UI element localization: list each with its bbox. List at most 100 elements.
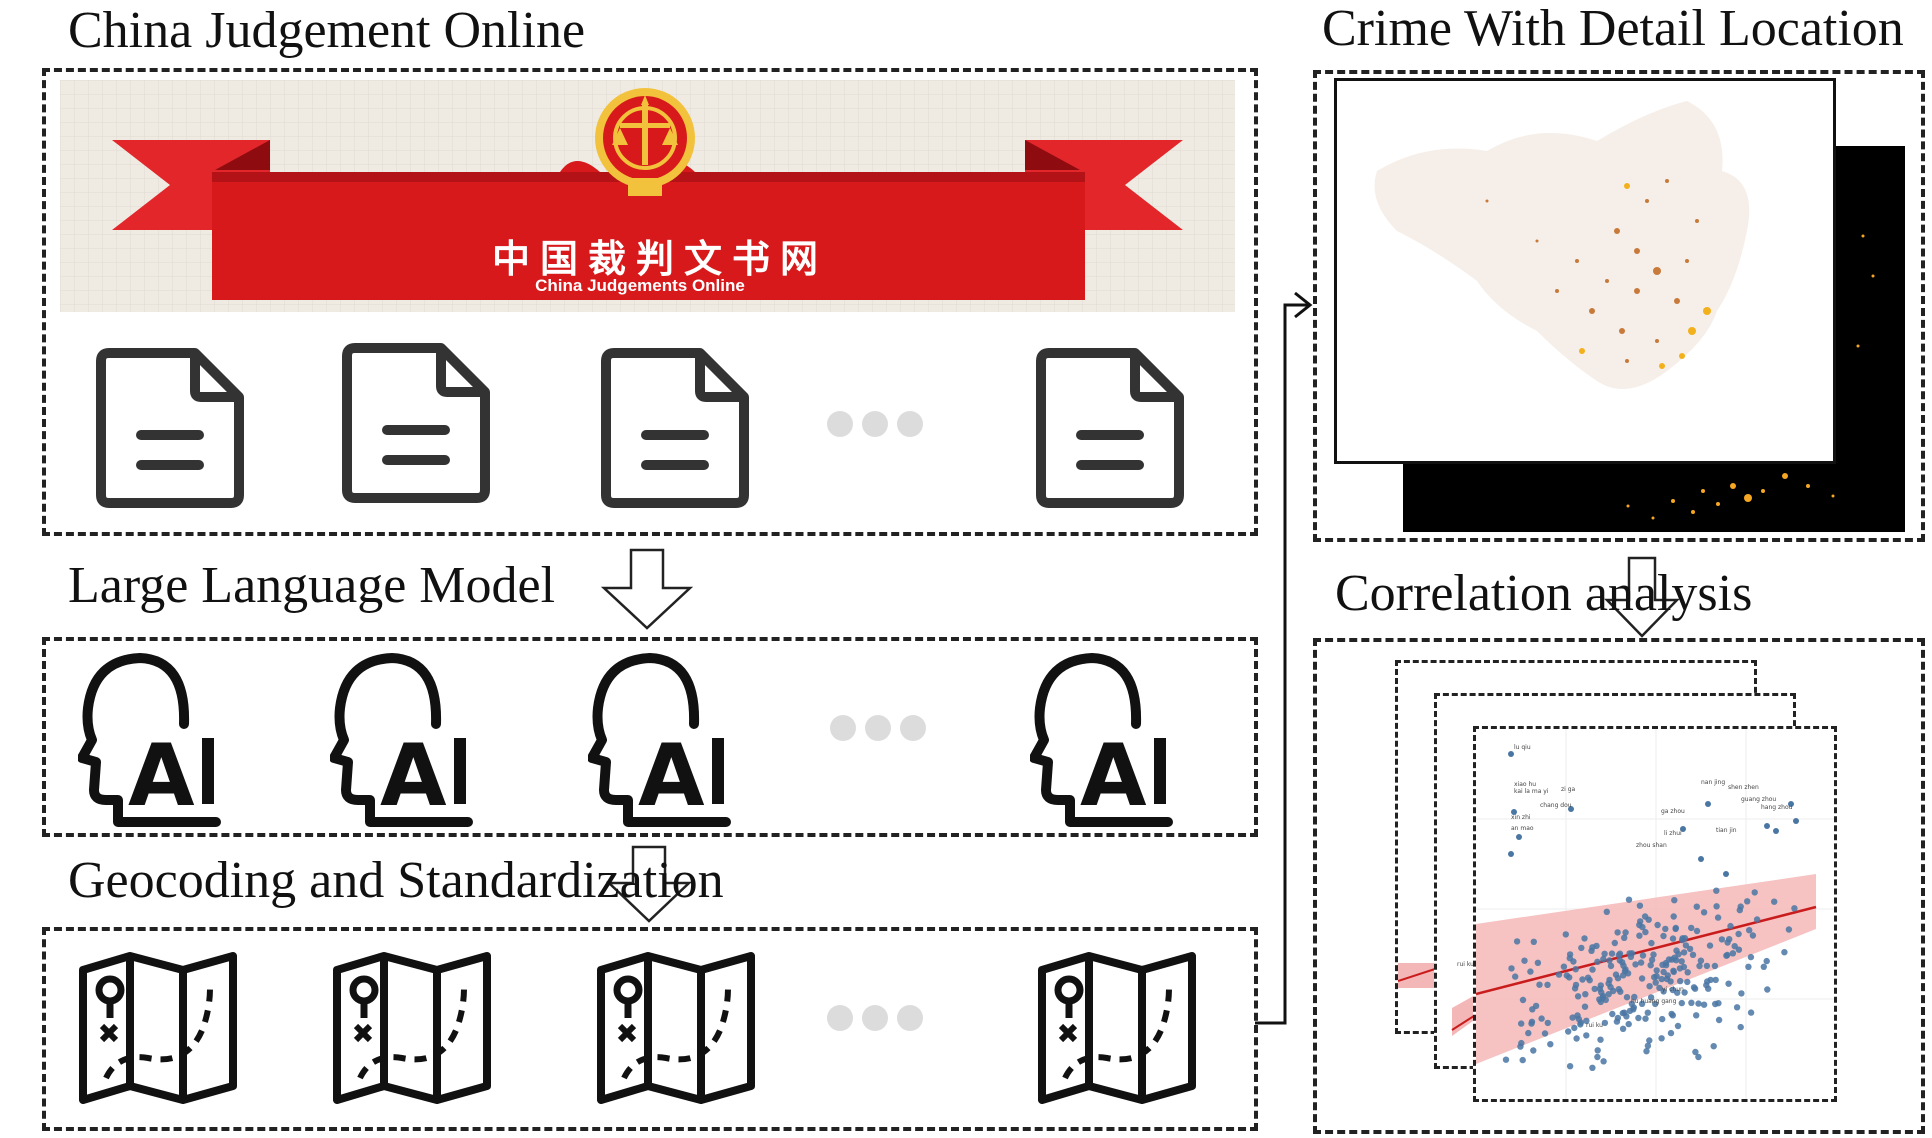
svg-text:A: A <box>1080 726 1147 826</box>
scatter-point-label: lu qiu <box>1514 744 1531 751</box>
scatter-point <box>1710 1043 1717 1050</box>
scatter-point <box>1566 1063 1574 1070</box>
folded-map-icon <box>596 948 756 1108</box>
scatter-point <box>1669 935 1677 942</box>
document-icon <box>341 340 493 503</box>
section-title-geocoding: Geocoding and Standardization <box>68 852 724 909</box>
scatter-point <box>1631 993 1638 1001</box>
scatter-point <box>1736 906 1743 914</box>
scatter-point <box>1512 973 1519 980</box>
scatter-point <box>1644 1009 1651 1016</box>
scatter-point <box>1622 929 1629 936</box>
scatter-point <box>1636 902 1644 909</box>
llm-panel <box>42 637 1258 837</box>
scatter-point <box>1693 927 1701 935</box>
scatter-point <box>1601 1019 1609 1027</box>
scatter-point <box>1502 1056 1510 1063</box>
scatter-point <box>1693 1012 1700 1019</box>
document-icon <box>1035 345 1187 508</box>
scatter-point <box>1654 921 1661 929</box>
folded-map-icon <box>78 948 238 1108</box>
scatter-point-label: tian jin <box>1716 827 1737 834</box>
scatter-point <box>1744 898 1751 905</box>
scatter-point <box>1738 990 1745 997</box>
scatter-point <box>1519 1056 1526 1064</box>
scatter-point <box>1605 991 1612 998</box>
scatter-point <box>1636 932 1643 939</box>
ellipsis-icon <box>825 408 925 440</box>
scatter-point <box>1511 809 1517 815</box>
scatter-point <box>1671 897 1678 904</box>
scatter-point <box>1676 965 1684 972</box>
scatter-point <box>1735 946 1743 953</box>
svg-text:A: A <box>638 726 705 826</box>
scatter-point <box>1678 999 1685 1007</box>
scatter-point <box>1513 938 1521 945</box>
scatter-point <box>1577 1021 1584 1028</box>
scatter-point <box>1712 976 1719 984</box>
scatter-point <box>1508 965 1515 972</box>
scatter-point <box>1680 949 1688 956</box>
scatter-point <box>1652 1000 1659 1008</box>
scatter-point <box>1544 981 1551 988</box>
scatter-point-label: hang zhou <box>1761 804 1793 811</box>
scatter-point <box>1625 1020 1632 1028</box>
scatter-point <box>1763 957 1770 965</box>
scatter-point <box>1642 1015 1649 1022</box>
scatter-point <box>1600 1058 1607 1065</box>
scatter-point <box>1731 943 1738 950</box>
scatter-point <box>1781 949 1788 956</box>
scatter-point <box>1773 828 1779 834</box>
scatter-point <box>1614 929 1621 936</box>
scatter-point <box>1612 971 1620 978</box>
scatter-point <box>1575 1015 1582 1023</box>
scatter-point <box>1658 1035 1665 1042</box>
scatter-point <box>1600 955 1607 963</box>
scatter-point <box>1652 979 1659 986</box>
scatter-point <box>1671 954 1678 961</box>
scatter-point <box>1603 908 1610 915</box>
scatter-point <box>1651 974 1658 981</box>
scatter-point <box>1753 916 1761 923</box>
scatter-point <box>1598 989 1605 996</box>
scatter-point <box>1700 1001 1708 1008</box>
scatter-point <box>1737 1023 1744 1031</box>
scatter-point <box>1667 1029 1675 1037</box>
scatter-point <box>1596 996 1603 1003</box>
scatter-point <box>1571 985 1579 992</box>
scatter-point <box>1609 1010 1616 1018</box>
scatter-point <box>1643 1048 1650 1055</box>
scatter-point <box>1658 975 1665 983</box>
scatter-point <box>1582 991 1589 998</box>
ellipsis-icon <box>828 712 928 744</box>
scatter-point <box>1659 1015 1666 1023</box>
scatter-point <box>1621 967 1629 975</box>
scatter-point <box>1529 1006 1536 1013</box>
scatter-point <box>1681 989 1688 996</box>
scatter-point <box>1718 936 1726 943</box>
scatter-point-label: shen zhen <box>1728 784 1759 791</box>
scatter-point <box>1747 1009 1755 1016</box>
scatter-point <box>1581 935 1588 942</box>
scatter-point <box>1583 1017 1590 1024</box>
scatter-point <box>1698 856 1704 862</box>
scatter-point <box>1674 1022 1682 1030</box>
correlation-panel <box>1313 638 1925 1134</box>
scatter-point <box>1700 909 1708 916</box>
scatter-point <box>1619 1025 1627 1032</box>
scatter-point <box>1528 1020 1535 1027</box>
scatter-point <box>1727 922 1734 930</box>
scatter-point <box>1672 925 1679 933</box>
scatter-point <box>1574 993 1582 1000</box>
scatter-point <box>1613 1018 1621 1025</box>
scatter-point <box>1725 980 1732 987</box>
scatter-point <box>1594 1053 1601 1061</box>
scatter-point <box>1597 1036 1604 1043</box>
scatter-point <box>1638 975 1646 982</box>
scatter-point <box>1714 914 1722 921</box>
scatter-point <box>1711 962 1719 970</box>
scatter-point <box>1525 1029 1532 1037</box>
scatter-point <box>1620 962 1627 969</box>
scatter-point <box>1665 956 1673 963</box>
